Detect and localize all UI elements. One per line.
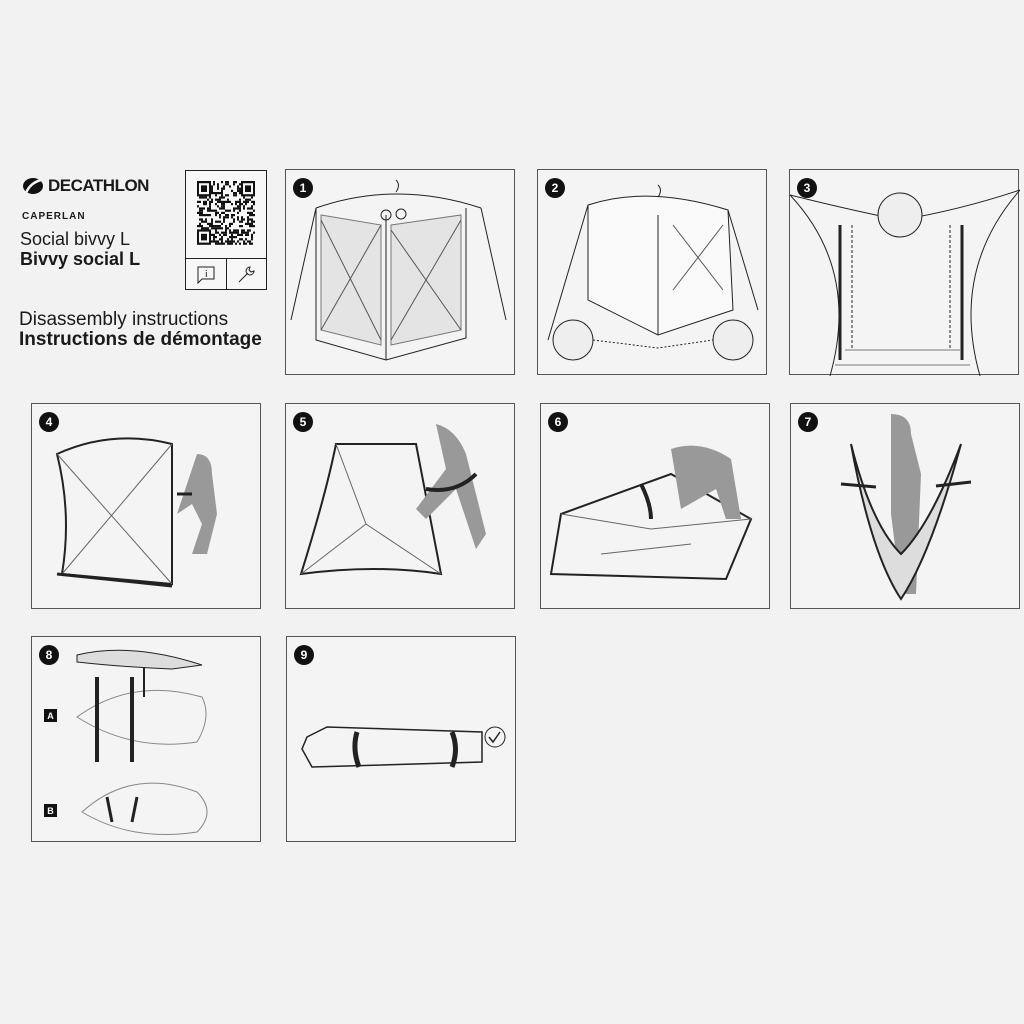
qr-box: i: [185, 170, 267, 290]
packed-bag-illustration: [301, 726, 506, 768]
step-6-panel: 6: [540, 403, 770, 609]
tent-collapse-illustration: [55, 437, 217, 588]
product-name-fr: Bivvy social L: [20, 249, 141, 269]
bag-packing-illustration: [76, 649, 208, 835]
qr-code[interactable]: [197, 181, 255, 245]
tent-flatten-illustration: [549, 445, 753, 581]
tent-assembled-illustration: [290, 179, 507, 361]
step-9-panel: 9: [286, 636, 516, 842]
step-number: 9: [294, 645, 314, 665]
step-number: 3: [797, 178, 817, 198]
check-icon: [484, 726, 506, 748]
step-1-panel: 1: [285, 169, 515, 375]
info-button[interactable]: i: [186, 259, 226, 290]
sub-brand: CAPERLAN: [22, 211, 86, 222]
sub-step-label-b: B: [44, 804, 57, 817]
document-title-fr: Instructions de démontage: [19, 329, 262, 350]
decathlon-logo: DECATHLON: [22, 176, 149, 196]
step-number: 4: [39, 412, 59, 432]
step-8-panel: 8 A B: [31, 636, 261, 842]
pole-removal-illustration: [790, 189, 1020, 376]
step-number: 6: [548, 412, 568, 432]
step-2-panel: 2: [537, 169, 767, 375]
step-4-panel: 4: [31, 403, 261, 609]
logo-mark-icon: [23, 178, 43, 194]
info-icon: i: [197, 266, 215, 284]
tent-unpeg-illustration: [547, 184, 759, 361]
step-number: 7: [798, 412, 818, 432]
document-title-en: Disassembly instructions: [19, 309, 229, 330]
step-7-panel: 7: [790, 403, 1020, 609]
tent-fold-illustration: [299, 424, 486, 576]
step-number: 5: [293, 412, 313, 432]
tent-roll-illustration: [840, 414, 972, 601]
sub-step-label-a: A: [44, 709, 57, 722]
step-number: 1: [293, 178, 313, 198]
step-number: 8: [39, 645, 59, 665]
step-3-panel: 3: [789, 169, 1020, 376]
logo-text: DECATHLON: [48, 176, 149, 195]
repair-button[interactable]: [225, 259, 267, 290]
step-number: 2: [545, 178, 565, 198]
wrench-icon: [238, 265, 255, 282]
svg-text:i: i: [205, 270, 208, 280]
product-name-en: Social bivvy L: [20, 229, 131, 249]
step-5-panel: 5: [285, 403, 515, 609]
